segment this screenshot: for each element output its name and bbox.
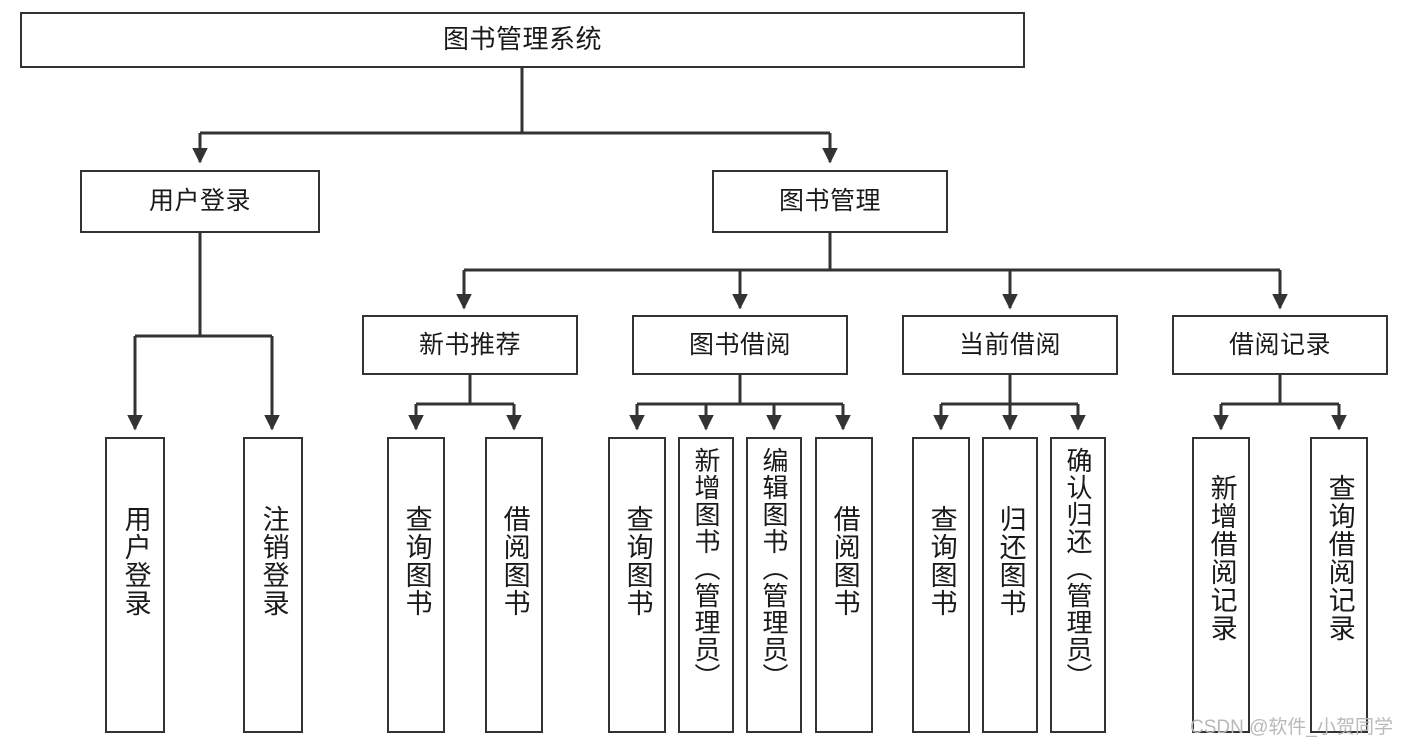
node-leaf-borrow-book-2-label: 借阅图书	[829, 505, 860, 617]
node-leaf-user-login[interactable]: 用户登录	[105, 437, 165, 733]
node-leaf-query-record-label: 查询借阅记录	[1324, 474, 1355, 642]
node-leaf-query-book-1[interactable]: 查询图书	[387, 437, 445, 733]
node-borrow-record[interactable]: 借阅记录	[1172, 315, 1388, 375]
node-leaf-return-book[interactable]: 归还图书	[982, 437, 1038, 733]
node-leaf-confirm-return-label: 确认归还（管理员）	[1063, 447, 1094, 690]
node-leaf-add-book[interactable]: 新增图书（管理员）	[678, 437, 734, 733]
node-leaf-return-book-label: 归还图书	[995, 505, 1026, 617]
node-leaf-edit-book[interactable]: 编辑图书（管理员）	[746, 437, 802, 733]
node-leaf-add-book-label: 新增图书（管理员）	[691, 447, 722, 690]
node-leaf-query-record[interactable]: 查询借阅记录	[1310, 437, 1368, 733]
node-root[interactable]: 图书管理系统	[20, 12, 1025, 68]
node-leaf-logout[interactable]: 注销登录	[243, 437, 303, 733]
node-book-borrow[interactable]: 图书借阅	[632, 315, 848, 375]
node-leaf-edit-book-label: 编辑图书（管理员）	[759, 447, 790, 690]
node-leaf-query-book-1-label: 查询图书	[401, 505, 432, 617]
node-leaf-confirm-return[interactable]: 确认归还（管理员）	[1050, 437, 1106, 733]
node-leaf-add-record[interactable]: 新增借阅记录	[1192, 437, 1250, 733]
node-new-book-rec-label: 新书推荐	[418, 330, 521, 359]
node-current-borrow[interactable]: 当前借阅	[902, 315, 1118, 375]
node-book-borrow-label: 图书借阅	[688, 330, 791, 359]
node-leaf-borrow-book-1-label: 借阅图书	[499, 505, 530, 617]
node-leaf-logout-label: 注销登录	[258, 505, 289, 617]
node-book-manage[interactable]: 图书管理	[712, 170, 948, 233]
csdn-watermark: CSDN @软件_小贺同学	[1190, 717, 1393, 738]
node-new-book-rec[interactable]: 新书推荐	[362, 315, 578, 375]
node-borrow-record-label: 借阅记录	[1228, 330, 1331, 359]
node-leaf-query-book-3[interactable]: 查询图书	[912, 437, 970, 733]
node-leaf-add-record-label: 新增借阅记录	[1206, 474, 1237, 642]
node-book-manage-label: 图书管理	[778, 187, 881, 216]
node-leaf-query-book-3-label: 查询图书	[926, 505, 957, 617]
node-root-label: 图书管理系统	[442, 24, 602, 55]
node-leaf-user-login-label: 用户登录	[120, 505, 151, 617]
node-current-borrow-label: 当前借阅	[958, 330, 1061, 359]
node-leaf-borrow-book-2[interactable]: 借阅图书	[815, 437, 873, 733]
node-leaf-query-book-2[interactable]: 查询图书	[608, 437, 666, 733]
node-leaf-borrow-book-1[interactable]: 借阅图书	[485, 437, 543, 733]
node-leaf-query-book-2-label: 查询图书	[622, 505, 653, 617]
node-user-login[interactable]: 用户登录	[80, 170, 320, 233]
node-user-login-label: 用户登录	[148, 187, 251, 216]
